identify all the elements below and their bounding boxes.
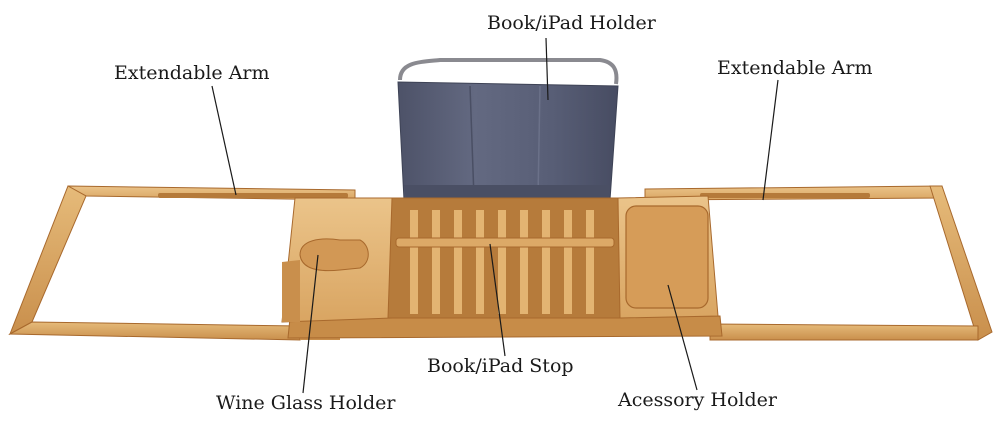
stop-bar [395, 237, 615, 248]
leader-book-holder [545, 37, 549, 101]
metal-rod [398, 58, 619, 85]
leader-lines [211, 37, 779, 394]
right-extendable-arm [644, 185, 993, 341]
label-wine-glass-holder: Wine Glass Holder [216, 392, 396, 414]
book-ipad-stop-slats [387, 197, 623, 319]
label-book-ipad-holder: Book/iPad Holder [487, 12, 656, 34]
leader-stop [489, 243, 506, 357]
label-extendable-arm-left: Extendable Arm [114, 62, 270, 84]
label-book-ipad-stop: Book/iPad Stop [427, 355, 574, 377]
leader-arm-right [762, 79, 779, 201]
leader-arm-left [211, 85, 237, 196]
leader-accessory [667, 284, 698, 391]
wine-glass-holder-panel [281, 197, 393, 323]
leader-wine [302, 254, 319, 394]
left-arm-slot [158, 193, 348, 198]
label-extendable-arm-right: Extendable Arm [717, 57, 873, 79]
wine-glass-notch [299, 238, 369, 272]
label-accessory-holder: Acessory Holder [618, 389, 777, 411]
book-ipad-holder [397, 58, 619, 201]
right-arm-slot [700, 193, 870, 198]
accessory-holder-tray [617, 195, 719, 319]
